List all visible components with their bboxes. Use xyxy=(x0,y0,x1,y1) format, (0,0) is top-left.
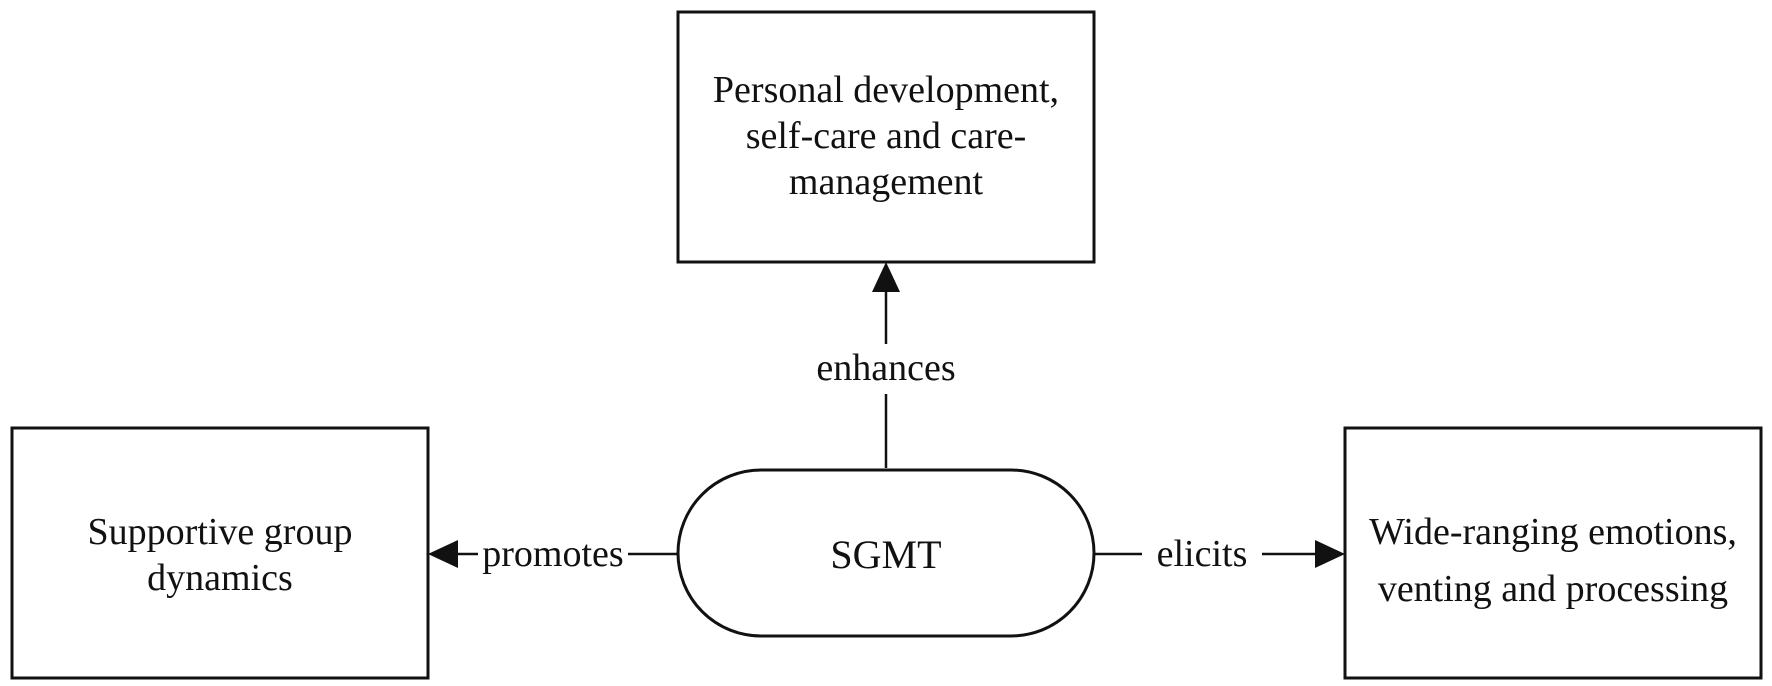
center-node xyxy=(676,468,1096,638)
edge-label-promotes-bg xyxy=(478,530,628,580)
edge-label-enhances-bg xyxy=(806,344,966,394)
right-node-line-2: venting and processing xyxy=(1378,568,1728,610)
edge-label-elicits: elicits xyxy=(1157,533,1248,575)
left-node xyxy=(10,426,430,680)
left-node-line-1: Supportive group xyxy=(88,511,353,553)
center-node-label: SGMT xyxy=(830,532,941,577)
right-node xyxy=(1343,426,1763,680)
left-node-line-2: dynamics xyxy=(147,557,293,599)
arrowhead-left xyxy=(428,540,458,568)
arrowhead-top xyxy=(872,262,900,292)
arrowhead-right xyxy=(1315,540,1345,568)
top-node-line-3: management xyxy=(789,161,984,203)
top-node-line-2: self-care and care- xyxy=(746,115,1027,157)
edge-label-promotes: promotes xyxy=(482,533,623,575)
edge-label-enhances: enhances xyxy=(816,347,955,389)
top-node xyxy=(676,10,1096,264)
right-node-line-1: Wide-ranging emotions, xyxy=(1369,511,1737,553)
top-node-line-1: Personal development, xyxy=(713,69,1059,111)
edge-label-elicits-bg xyxy=(1142,530,1262,580)
